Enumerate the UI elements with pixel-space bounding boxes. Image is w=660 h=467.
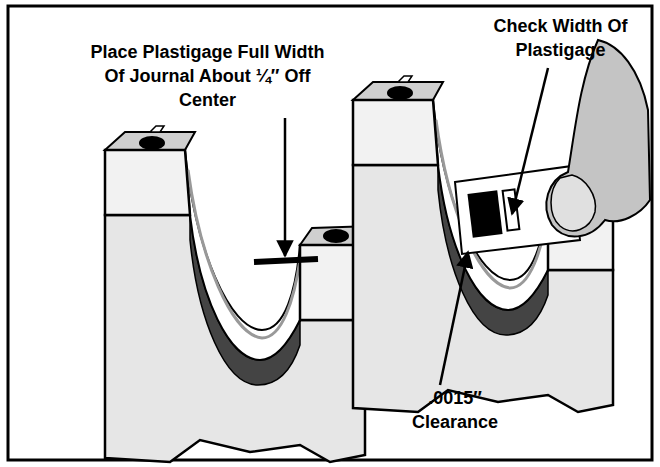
leader-line xyxy=(512,68,548,214)
callout-label: Place Plastigage Full Width Of Journal A… xyxy=(85,40,330,112)
thumb xyxy=(551,175,595,231)
hand xyxy=(546,40,650,236)
leader-line xyxy=(284,118,287,256)
plastigage-strip xyxy=(254,259,318,262)
scale-bar xyxy=(467,190,502,237)
callout-label: Check Width Of Plastigage xyxy=(478,14,643,62)
leader-line xyxy=(440,252,468,385)
bearing-cap xyxy=(105,126,372,462)
callout-label: .0015″ Clearance xyxy=(395,386,515,434)
